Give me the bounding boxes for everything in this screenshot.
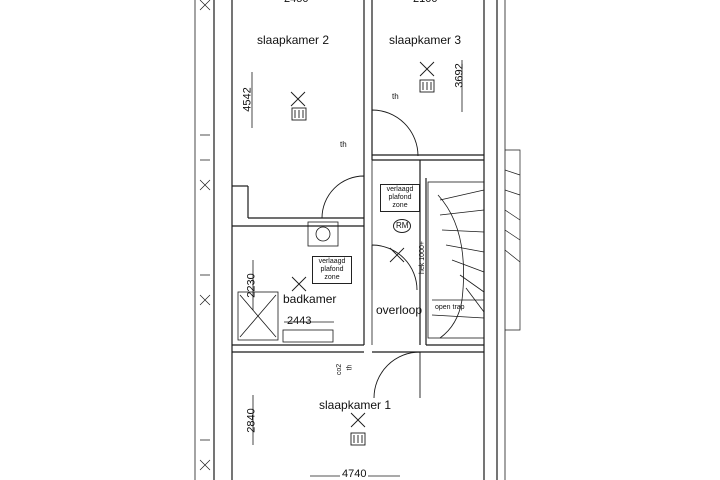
dimension-top-right: 2100 [413, 0, 437, 5]
dimension-bedroom-2-height: 4542 [241, 87, 254, 112]
thermostat-label-bedroom-2: th [340, 140, 347, 149]
room-label-bedroom-1: slaapkamer 1 [319, 398, 392, 412]
lowered-ceiling-note-hall: verlaagd plafond zone [380, 184, 420, 212]
dimension-bedroom-1-height: 2840 [245, 408, 258, 433]
lowered-ceiling-note-bath: verlaagd plafond zone [312, 256, 352, 284]
fixtures [290, 61, 435, 446]
room-label-landing: overloop [376, 303, 423, 317]
dimension-bathroom-width: 2443 [287, 315, 312, 327]
room-label-bedroom-3: slaapkamer 3 [389, 33, 462, 47]
co2-sensor-label: co2 [336, 363, 344, 376]
open-stair-label: open trap [435, 304, 465, 311]
thermostat-label-bedroom-1: th [346, 364, 354, 371]
dimension-lines [251, 60, 463, 477]
exterior-stair [504, 149, 521, 331]
dimension-top-left: 2450 [284, 0, 308, 5]
dimension-bathroom-height: 2230 [245, 273, 258, 298]
doors [321, 109, 421, 399]
bath-fixtures [237, 221, 339, 343]
dimension-bedroom-3-height: 3692 [453, 63, 466, 88]
thermostat-label-bedroom-3: th [392, 92, 399, 101]
stair [427, 181, 485, 339]
window-marks [199, 0, 211, 471]
dimension-bedroom-1-width: 4740 [340, 468, 369, 480]
room-label-bathroom: badkamer [283, 292, 337, 306]
railing-label: hek 1000+ [418, 241, 426, 274]
smoke-detector-label: RM [393, 219, 412, 233]
room-label-bedroom-2: slaapkamer 2 [257, 33, 330, 47]
